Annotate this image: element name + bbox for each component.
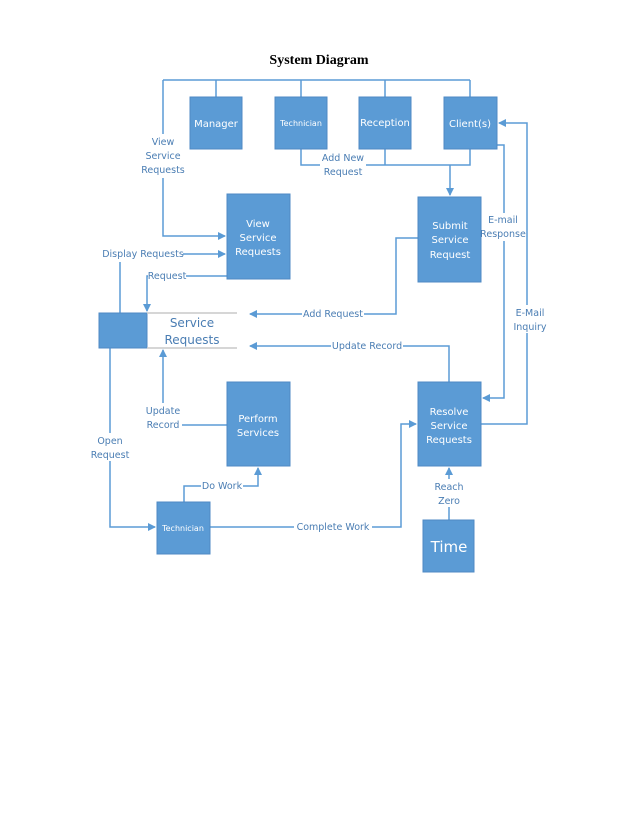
svg-text:Requests: Requests <box>426 435 472 446</box>
label-complete-work: Complete Work <box>297 522 370 533</box>
label-display-requests: Display Requests <box>102 249 184 260</box>
diagram-title: System Diagram <box>269 53 368 68</box>
connectors <box>109 79 528 531</box>
box-time: Time <box>422 519 475 573</box>
request-flow <box>143 275 227 312</box>
svg-text:Service: Service <box>170 316 214 330</box>
svg-text:Requests: Requests <box>141 165 185 176</box>
view-requests-flow <box>162 80 226 240</box>
svg-text:Service: Service <box>145 151 180 162</box>
svg-text:Time: Time <box>430 538 468 556</box>
label-email-response: E-mail <box>488 215 518 226</box>
svg-text:Manager: Manager <box>194 119 239 130</box>
actors-top-bus <box>163 79 471 97</box>
label-reach-zero: Reach <box>434 482 463 493</box>
label-do-work: Do Work <box>202 481 243 492</box>
svg-text:Service: Service <box>432 235 469 246</box>
label-update-record: Update Record <box>332 341 402 352</box>
label-open-request: Open <box>97 436 122 447</box>
open-request-flow <box>109 348 156 531</box>
box-resolve-service-requests: Resolve Service Requests <box>417 381 482 467</box>
svg-text:Response: Response <box>480 229 526 240</box>
svg-text:Services: Services <box>237 428 279 439</box>
label-add-new-request: Add New <box>322 153 364 164</box>
svg-text:Service: Service <box>431 421 468 432</box>
box-reception: Reception <box>358 96 412 150</box>
box-submit-service-request: Submit Service Request <box>417 196 482 283</box>
svg-text:Request: Request <box>430 250 471 261</box>
svg-text:Perform: Perform <box>238 414 277 425</box>
svg-text:Technician: Technician <box>161 524 204 533</box>
box-clients: Client(s) <box>443 96 498 150</box>
flow-labels: View Service Requests Add New Request Di… <box>88 134 550 533</box>
label-add-request: Add Request <box>303 309 363 320</box>
svg-text:Requests: Requests <box>165 333 220 347</box>
svg-text:Record: Record <box>147 420 180 431</box>
svg-text:View: View <box>246 219 270 230</box>
svg-text:Reception: Reception <box>360 118 410 129</box>
label-email-inquiry: E-Mail <box>516 308 545 319</box>
label-update-record-left: Update <box>146 406 181 417</box>
datastore-service-requests: Service Requests <box>98 312 237 349</box>
svg-text:Resolve: Resolve <box>430 407 469 418</box>
actors-bottom-bus <box>300 149 471 166</box>
svg-text:Zero: Zero <box>438 496 460 507</box>
email-inquiry-flow <box>481 119 528 425</box>
svg-text:Requests: Requests <box>235 247 281 258</box>
box-view-service-requests: View Service Requests <box>226 193 291 280</box>
label-request: Request <box>148 271 187 282</box>
svg-text:Client(s): Client(s) <box>449 119 491 130</box>
svg-text:Submit: Submit <box>432 221 468 232</box>
box-technician-top: Technician <box>274 96 328 150</box>
box-perform-services: Perform Services <box>226 381 291 467</box>
box-manager: Manager <box>189 96 243 150</box>
svg-text:Inquiry: Inquiry <box>513 322 546 333</box>
email-response-flow <box>482 144 505 402</box>
update-record-flow <box>249 342 450 382</box>
svg-text:Technician: Technician <box>279 119 322 128</box>
label-view-service-requests: View <box>152 137 175 148</box>
svg-text:Request: Request <box>324 167 363 178</box>
svg-text:Request: Request <box>91 450 130 461</box>
box-technician-bottom: Technician <box>156 501 211 555</box>
svg-text:Service: Service <box>240 233 277 244</box>
